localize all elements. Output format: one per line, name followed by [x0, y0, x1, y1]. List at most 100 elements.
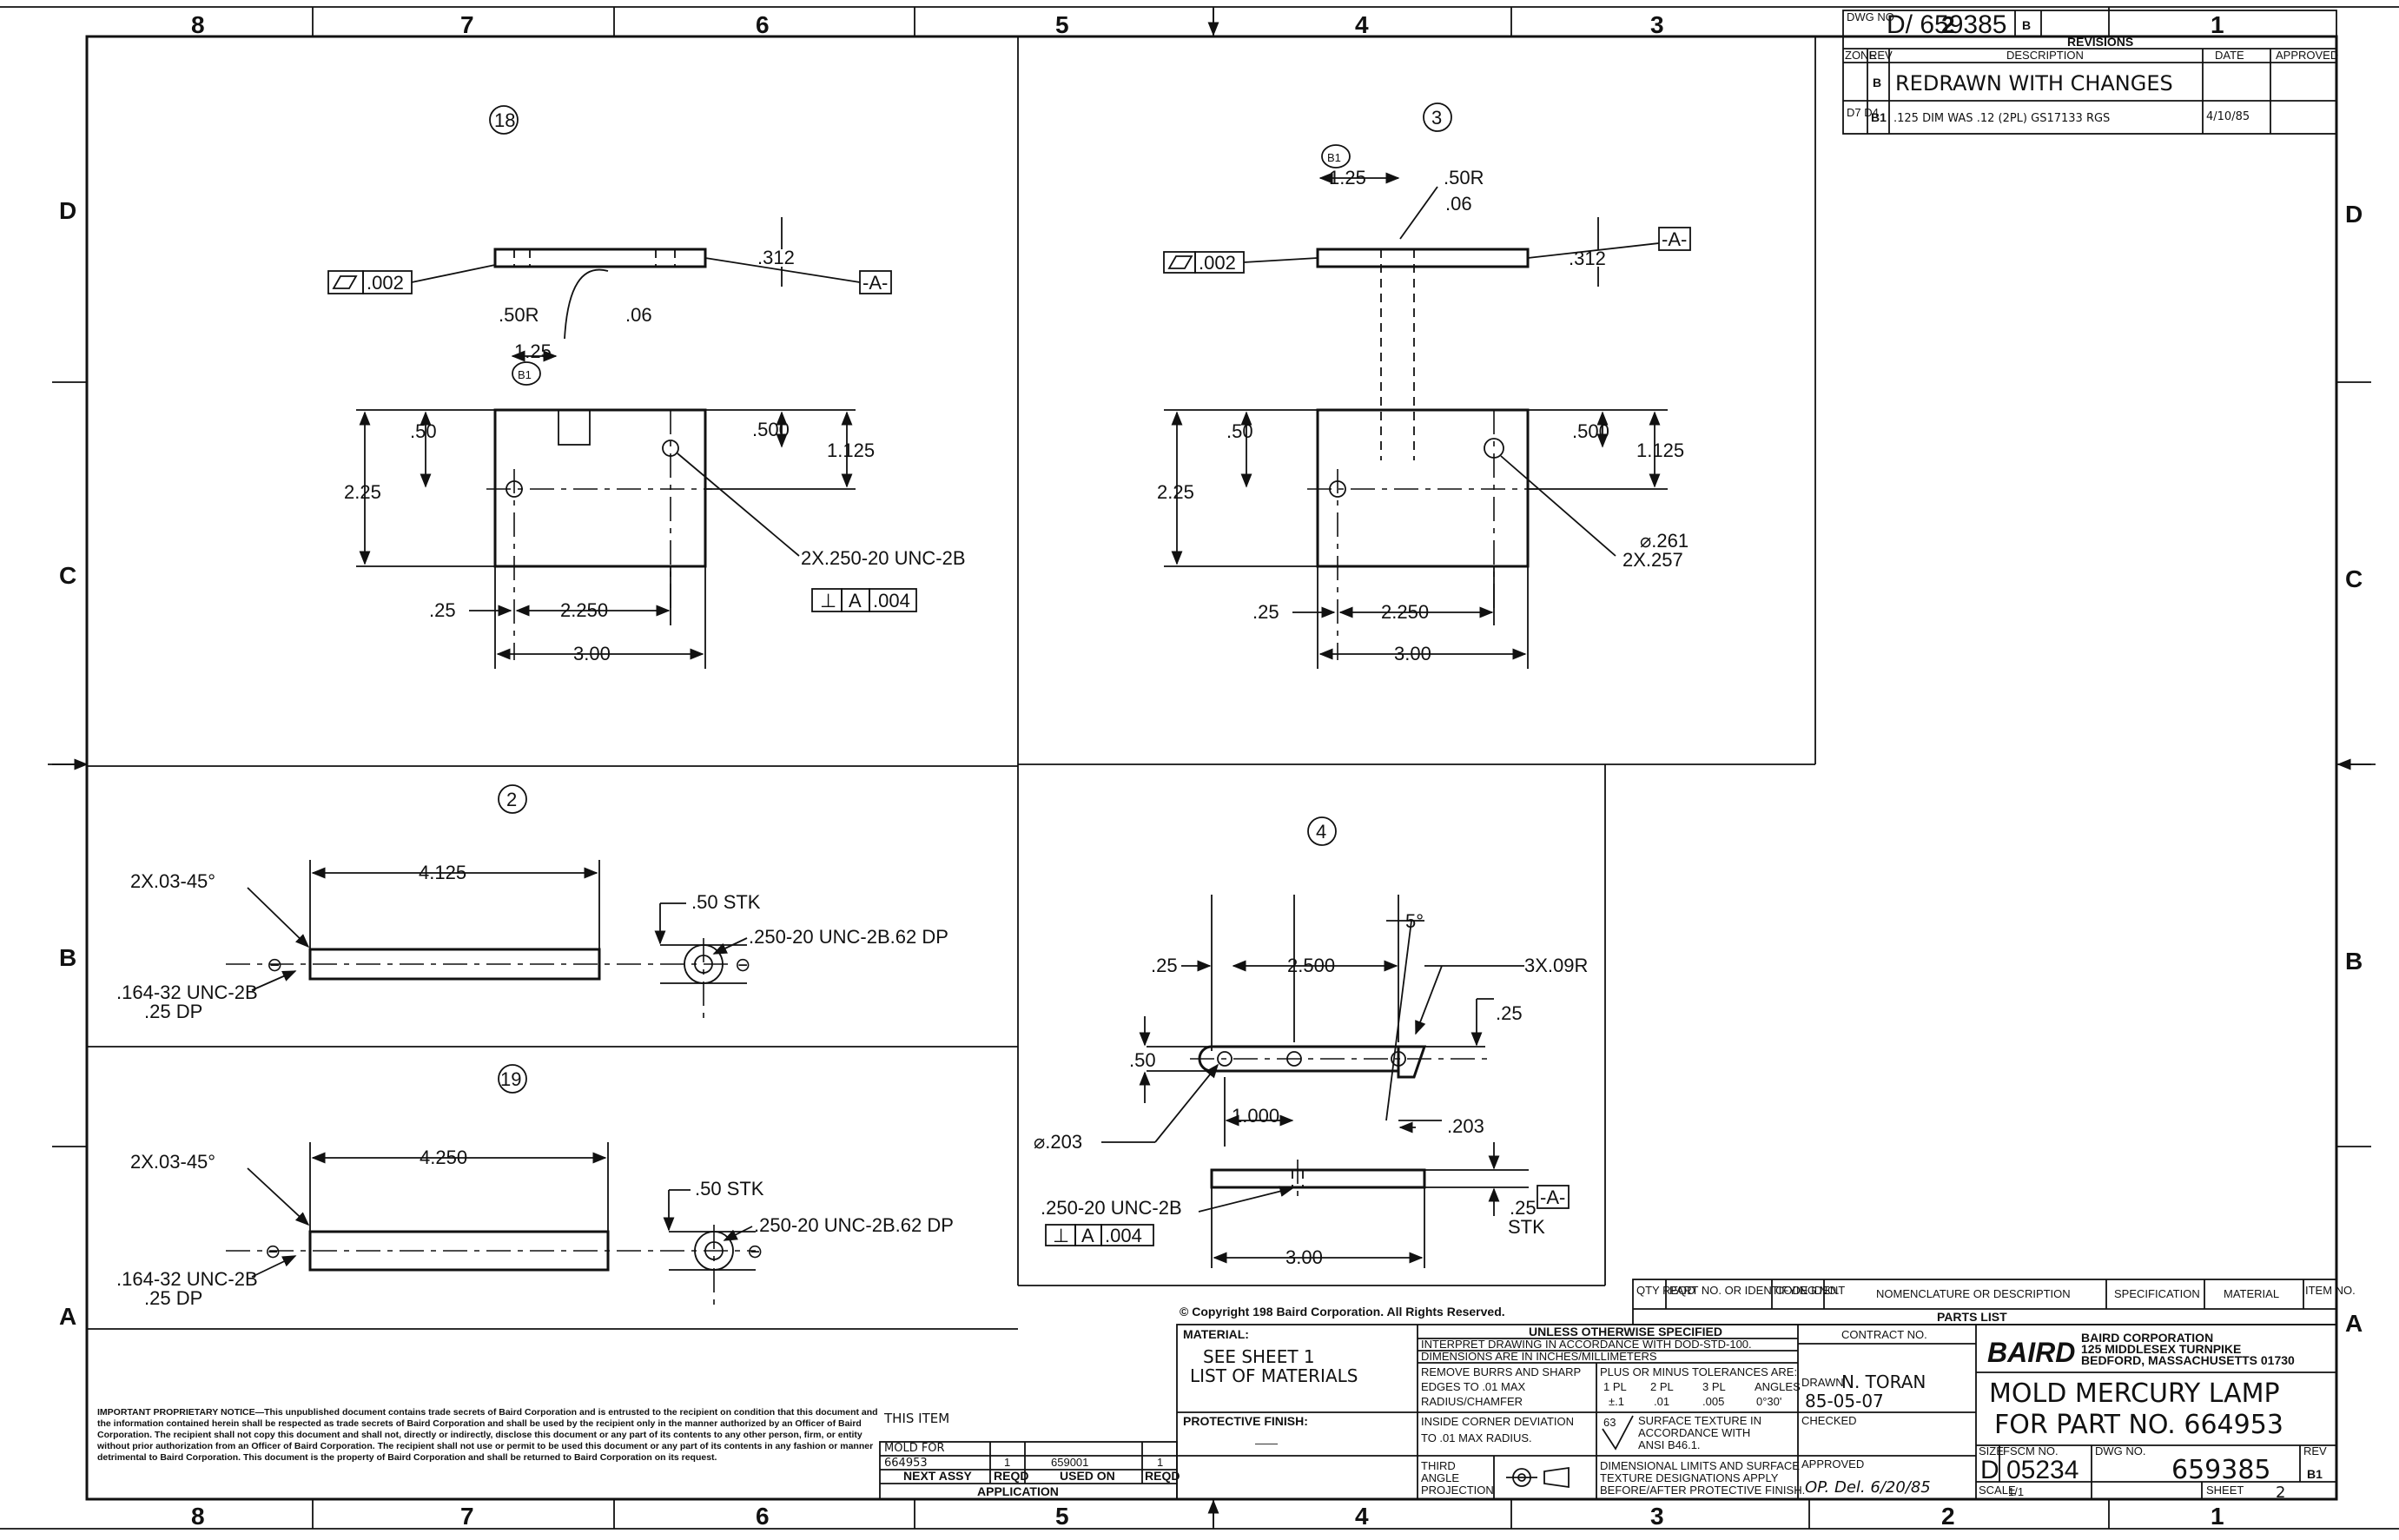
parts-list: QTY REQD PART NO. OR IDENTIFYING NO. COD…: [1632, 1279, 2356, 1325]
view-18-radius: .50R: [499, 304, 539, 326]
rev-col-zone: ZONE: [1845, 49, 1876, 62]
tol-col-angles: ANGLES: [1755, 1380, 1801, 1393]
tol-col-2pl: 2 PL: [1650, 1380, 1674, 1393]
view-4-radius: 3X.09R: [1524, 955, 1588, 976]
zone-bottom-3: 3: [1650, 1503, 1664, 1530]
view-2-length: 4.125: [419, 862, 466, 883]
zone-right-b: B: [2345, 948, 2363, 975]
svg-text:⊖: ⊖: [265, 1240, 281, 1262]
drawn-label: DRAWN: [1801, 1376, 1844, 1389]
used-on-qty: 1: [1157, 1456, 1163, 1469]
zone-left-c: C: [59, 562, 76, 589]
dimensional-limits-2: TEXTURE DESIGNATIONS APPLY: [1600, 1471, 1779, 1484]
mold-for-label: MOLD FOR: [884, 1442, 945, 1455]
zone-labels-top: 8 7 6 5 4 3 2 1: [191, 11, 2224, 38]
contract-label: CONTRACT NO.: [1841, 1328, 1927, 1341]
col-next-assy: NEXT ASSY: [903, 1469, 972, 1483]
unless-specified: UNLESS OTHERWISE SPECIFIED: [1529, 1325, 1722, 1338]
view-18-height: 2.25: [344, 481, 381, 503]
rev-row2-rev: B1: [1871, 110, 1887, 124]
view-4-right-offset: .203: [1447, 1115, 1484, 1137]
company-address-1: 125 MIDDLESEX TURNPIKE: [2081, 1342, 2241, 1356]
view-19: 19 2X.03-45° 4.250 ⊖ ⊖ .50 STK .250-20 U…: [116, 1064, 954, 1312]
approved-signature: OP. Del. 6/20/85: [1805, 1478, 1931, 1497]
view-18-fcf-symbol: ⊥: [820, 590, 836, 611]
tol-val-3pl: .005: [1702, 1395, 1724, 1408]
rev-col-approved: APPROVED: [2276, 49, 2338, 62]
tol-col-3pl: 3 PL: [1702, 1380, 1726, 1393]
drawing-title-2: FOR PART NO. 664953: [1994, 1410, 2283, 1440]
next-assy-qty: 1: [1004, 1456, 1010, 1469]
zone-top-5: 5: [1055, 11, 1069, 38]
sheet-label: SHEET: [2206, 1484, 2244, 1497]
remove-burrs: REMOVE BURRS AND SHARP: [1421, 1365, 1581, 1378]
proprietary-notice: IMPORTANT PROPRIETARY NOTICE—This unpubl…: [97, 1407, 878, 1463]
this-item-label: THIS ITEM: [883, 1411, 949, 1426]
view-4: 4 5° .25 2.500 3X.09R .50 .25 1.000 .203…: [1034, 816, 1588, 1268]
zone-left-b: B: [59, 944, 76, 971]
view-3-edge: .25: [1252, 601, 1279, 623]
tol-val-angles: 0°30': [1756, 1395, 1781, 1408]
dwgno-value: 659385: [2171, 1455, 2271, 1485]
view-18-slot: 1.25: [514, 340, 552, 362]
view-19-balloon: 19: [500, 1068, 521, 1090]
projection-symbol: [1506, 1466, 1570, 1489]
next-assy-value: 664953: [884, 1457, 928, 1470]
tol-val-1pl: ±.1: [1609, 1395, 1624, 1408]
zone-left-d: D: [59, 197, 76, 224]
view-3-slot: 1.25: [1329, 167, 1366, 188]
zone-labels-side: D C B A D C B A: [59, 197, 2363, 1337]
parts-col-material: MATERIAL: [2224, 1287, 2279, 1300]
drawing-title-1: MOLD MERCURY LAMP: [1989, 1378, 2280, 1409]
dimensional-limits-1: DIMENSIONAL LIMITS AND SURFACE: [1600, 1459, 1800, 1472]
zone-bottom-8: 8: [191, 1503, 205, 1530]
parts-col-nomenclature: NOMENCLATURE OR DESCRIPTION: [1876, 1287, 2071, 1300]
view-4-width: 3.00: [1285, 1246, 1323, 1268]
application-label: APPLICATION: [977, 1484, 1059, 1498]
material-label: MATERIAL:: [1183, 1327, 1249, 1341]
zone-top-2: 2: [1941, 11, 1955, 38]
rev-row2-date: 4/10/85: [2206, 110, 2250, 123]
parts-col-code: CODE IDENT: [1775, 1284, 1845, 1297]
third-angle-2: ANGLE: [1421, 1471, 1459, 1484]
used-on-value: 659001: [1051, 1456, 1088, 1469]
view-19-tap-end: .250-20 UNC-2B.62 DP: [754, 1214, 954, 1236]
svg-text:⊖: ⊖: [735, 954, 750, 975]
view-4-hole-offset: 1.000: [1232, 1105, 1279, 1127]
zone-bottom-5: 5: [1055, 1503, 1069, 1530]
view-3-hole-y-right: .500: [1572, 420, 1609, 442]
view-19-tap-side-2: .25 DP: [144, 1287, 202, 1309]
view-3-flatness: .002: [1199, 252, 1236, 274]
rev-row2-description: .125 DIM WAS .12 (2PL) GS17133 RGS: [1893, 112, 2110, 125]
rev-col-description: DESCRIPTION: [2006, 49, 2084, 62]
parts-list-header: PARTS LIST: [1937, 1310, 2007, 1324]
edges-to: EDGES TO .01 MAX: [1421, 1380, 1526, 1393]
parts-col-spec: SPECIFICATION: [2114, 1287, 2200, 1300]
svg-text:⊖: ⊖: [267, 954, 282, 975]
corner-deviation: INSIDE CORNER DEVIATION: [1421, 1415, 1574, 1428]
parts-col-part: PART NO. OR IDENTIFYING NO.: [1669, 1284, 1840, 1297]
scale-value: 1/1: [2008, 1485, 2024, 1498]
revision-block: DWG NO D/ 659385 B REVISIONS ZONE REV DE…: [1842, 10, 2338, 135]
view-19-stock: .50 STK: [695, 1178, 764, 1200]
col-reqd-1: REQD: [994, 1469, 1028, 1483]
parts-col-qty: QTY REQD: [1636, 1284, 1695, 1297]
view-18-offset: .06: [625, 304, 652, 326]
fscm-label: FSCM NO.: [2003, 1444, 2059, 1457]
view-4-stock-label: STK: [1508, 1216, 1545, 1238]
view-18-hole-y-left: .50: [410, 420, 437, 442]
size-label: SIZE: [1979, 1444, 2004, 1457]
rev-row1-rev: B: [1873, 76, 1881, 89]
material-line-2: LIST OF MATERIALS: [1190, 1365, 1358, 1386]
view-4-fcf-symbol: ⊥: [1053, 1225, 1069, 1246]
fscm-value: 05234: [2006, 1456, 2078, 1484]
dimensions-units: DIMENSIONS ARE IN INCHES/MILLIMETERS: [1421, 1350, 1657, 1363]
view-3-datum: -A-: [1662, 228, 1687, 250]
view-18-edge: .25: [429, 599, 456, 621]
application-block: THIS ITEM MOLD FOR 664953 1 659001 1 NEX…: [879, 1411, 1180, 1500]
view-2-balloon: 2: [506, 789, 517, 810]
view-18-callout: 2X.250-20 UNC-2B: [801, 547, 966, 569]
view-2-chamfer: 2X.03-45°: [130, 870, 215, 892]
view-2-tap-end: .250-20 UNC-2B.62 DP: [749, 926, 948, 948]
